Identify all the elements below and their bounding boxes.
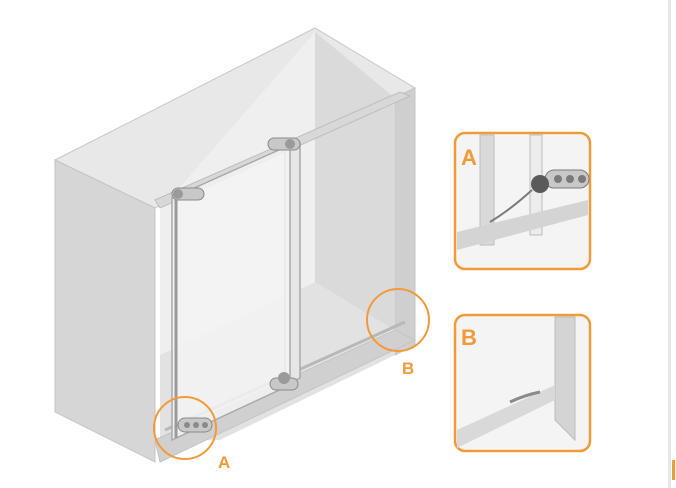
callout-circle-a xyxy=(153,396,217,460)
inset-a: A xyxy=(453,131,592,271)
inset-a-roller-icon xyxy=(489,169,590,223)
inset-b-bottom-track xyxy=(457,385,555,448)
cabinet-left-panel xyxy=(54,159,156,463)
top-roller-fitting-front xyxy=(171,187,205,201)
inset-b-side-panel xyxy=(554,316,576,442)
page-divider xyxy=(668,0,671,488)
page-edge-marker xyxy=(672,460,675,480)
bottom-roller-fitting-front xyxy=(177,417,213,433)
inset-b-letter: B xyxy=(461,325,477,350)
callout-label-a: A xyxy=(218,453,230,472)
top-roller-fitting-rear xyxy=(267,137,301,151)
inset-a-bottom-track xyxy=(457,200,588,250)
cabinet-right-interior xyxy=(315,32,395,355)
cabinet-bottom-edge xyxy=(154,329,417,463)
cabinet xyxy=(53,27,417,463)
cabinet-right-edge xyxy=(394,87,416,356)
bottom-roller-fitting-rear xyxy=(269,372,299,391)
callout-circle-b xyxy=(366,288,430,352)
inset-a-side-panel xyxy=(479,134,495,246)
inset-a-letter: A xyxy=(461,145,477,170)
callout-label-b: B xyxy=(402,359,414,378)
inset-b-guide-icon xyxy=(509,390,541,404)
inset-b: B xyxy=(453,313,592,453)
